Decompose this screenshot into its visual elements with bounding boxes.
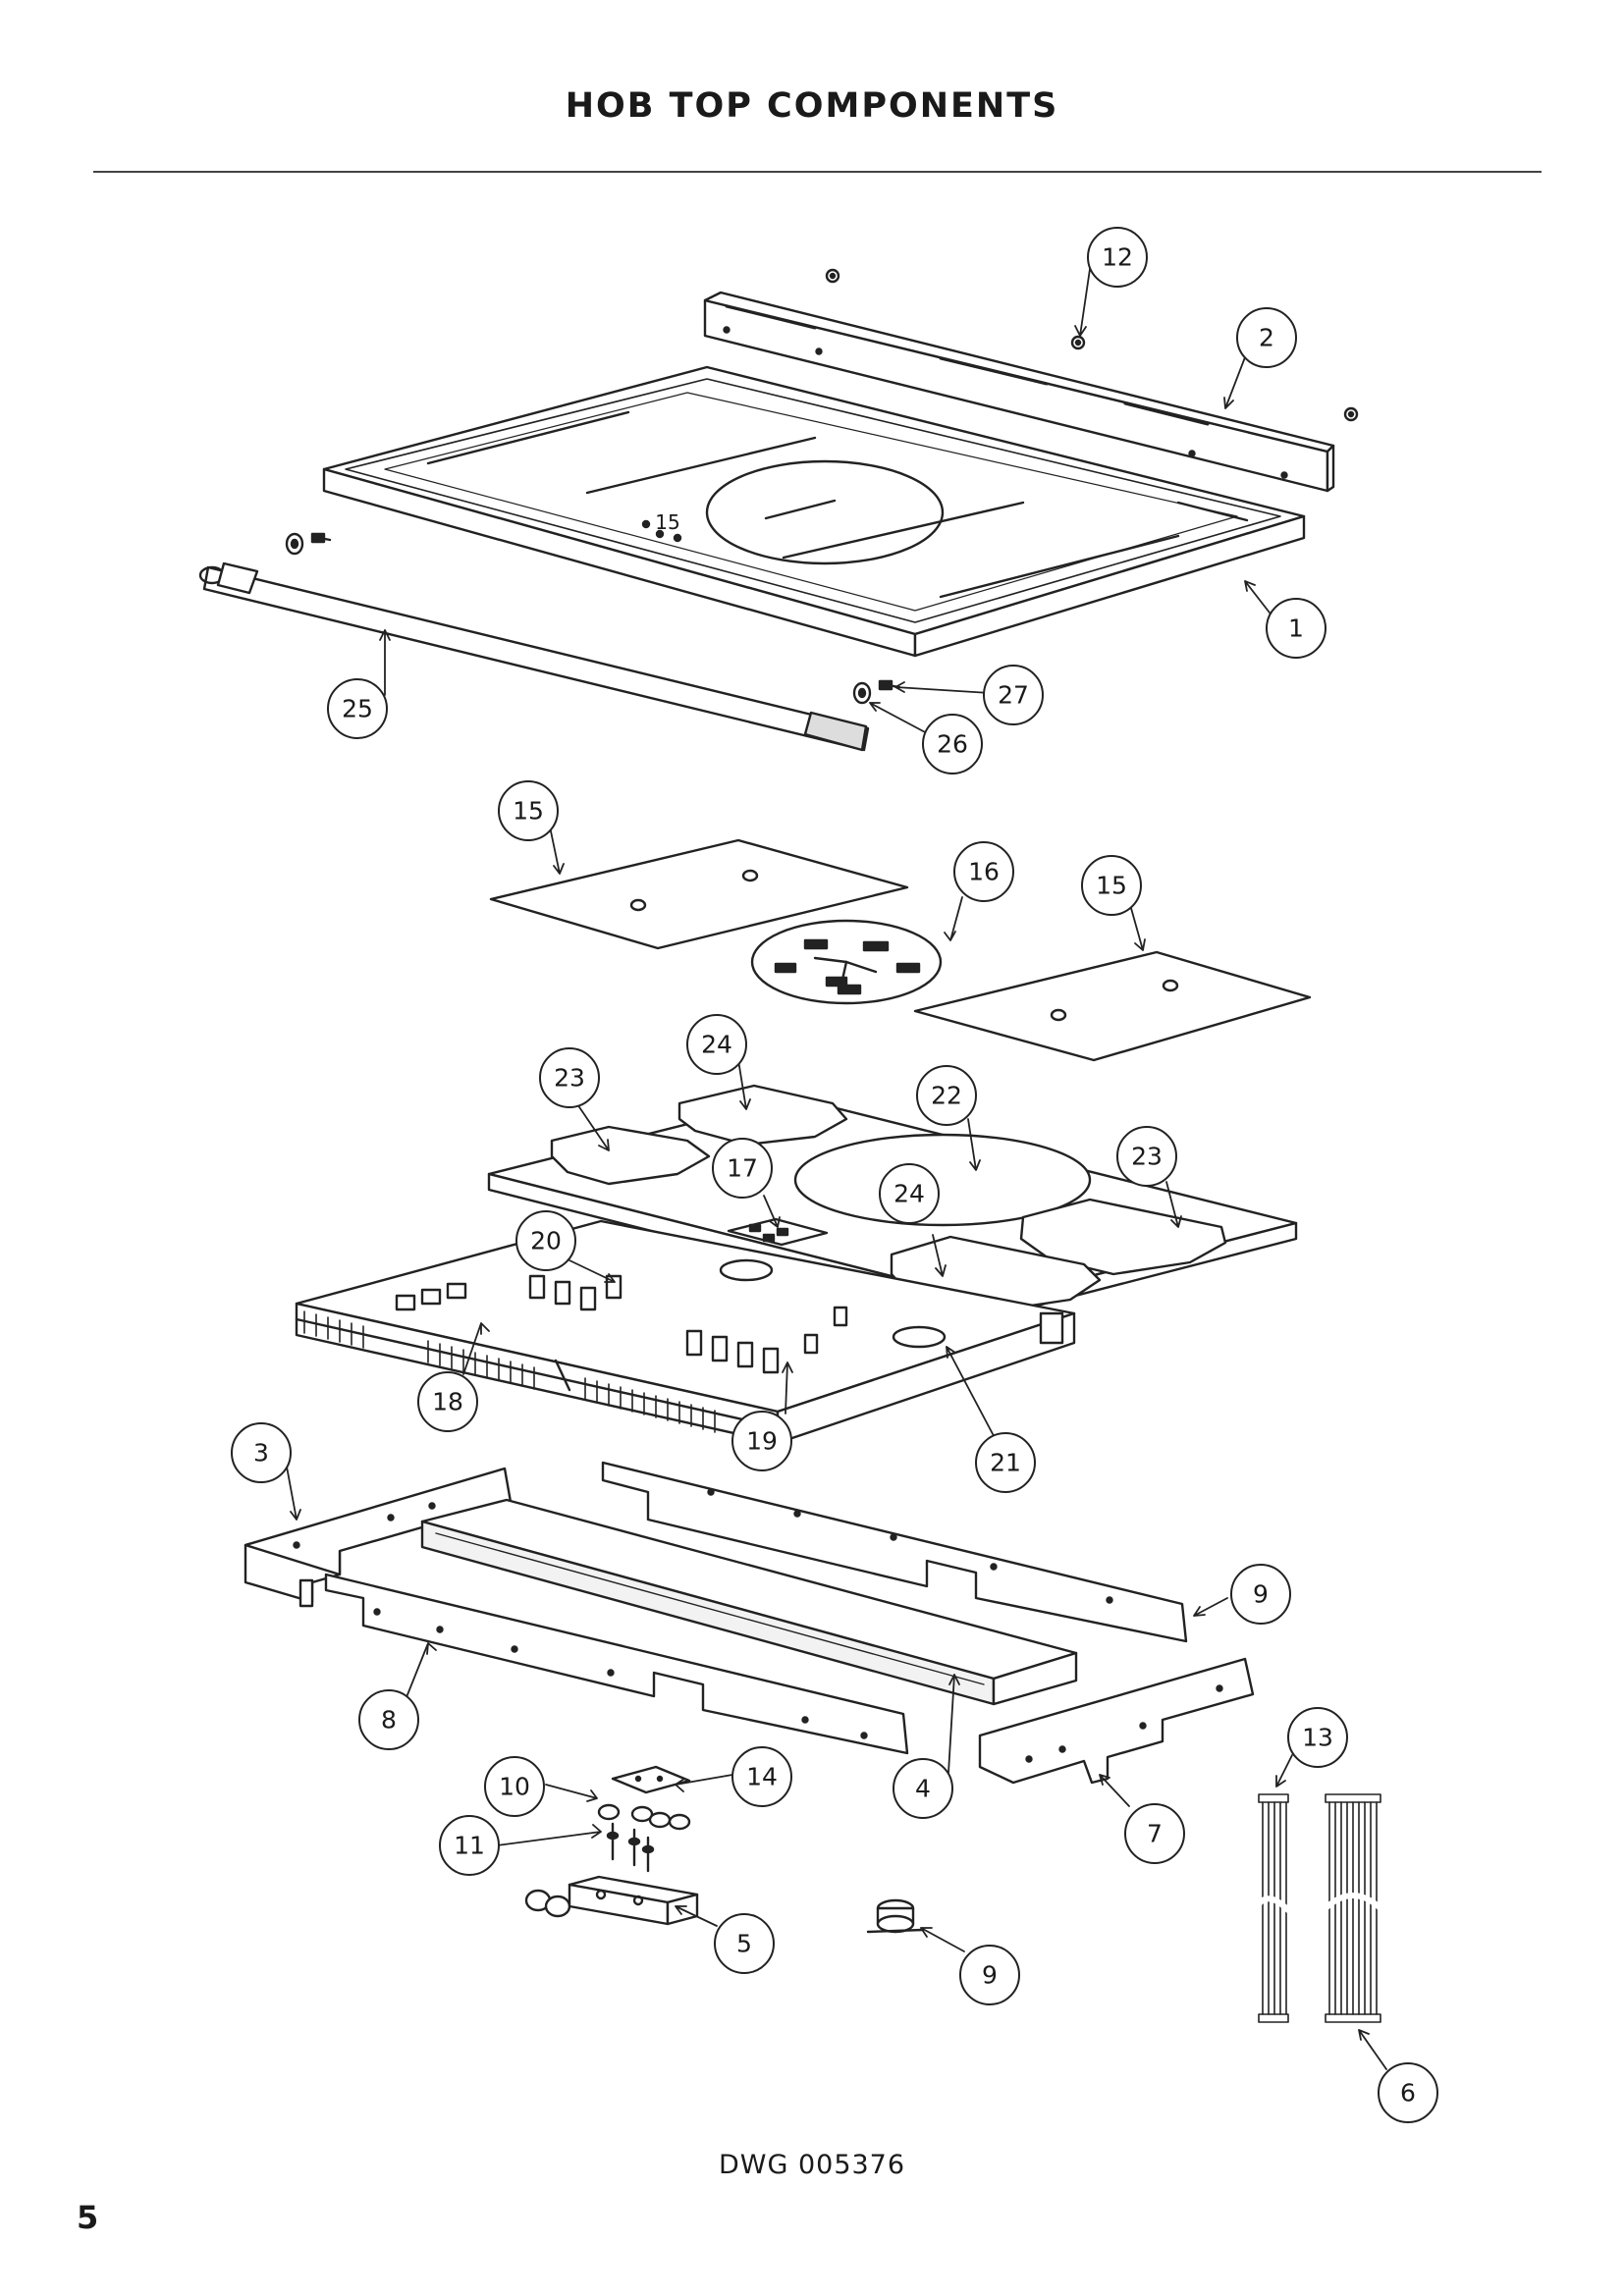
callout-1: 1 xyxy=(1288,614,1304,643)
callout-circle xyxy=(358,1689,419,1750)
callout-circle xyxy=(484,1756,545,1817)
display-board xyxy=(727,1217,829,1247)
callout-circle xyxy=(1287,1707,1348,1768)
callout-circle xyxy=(879,1163,940,1224)
callout-circle xyxy=(498,780,559,841)
callout-circle xyxy=(953,841,1014,902)
glass-cooktop xyxy=(322,365,1306,658)
callout-23-right: 23 xyxy=(1131,1143,1163,1171)
callout-24-rear: 24 xyxy=(701,1031,732,1059)
terminal-block xyxy=(568,1875,699,1926)
callout-circles xyxy=(231,227,1438,2123)
callout-25: 25 xyxy=(342,695,373,723)
zone-display-label: 15 xyxy=(655,510,679,534)
terminal-plate xyxy=(611,1765,691,1794)
wiring-harness xyxy=(1256,1793,1383,2023)
washer-icon xyxy=(285,532,872,705)
callout-circle xyxy=(439,1815,500,1876)
callout-circle xyxy=(922,714,983,774)
callout-12: 11 xyxy=(454,1832,485,1860)
callout-10: 9 xyxy=(982,1961,998,1990)
cooling-duct xyxy=(420,1498,1078,1706)
handle-rail xyxy=(198,561,870,752)
screw-icon xyxy=(825,268,1359,422)
callout-24-front: 24 xyxy=(893,1180,925,1208)
callout-18: 18 xyxy=(432,1388,463,1416)
mounting-bracket xyxy=(978,1657,1255,1785)
callout-17: 17 xyxy=(727,1154,758,1183)
callout-11: 10 xyxy=(499,1773,530,1801)
callout-9-rear: 9 xyxy=(1253,1580,1269,1609)
callout-27: 27 xyxy=(998,681,1029,710)
callout-9-front: 8 xyxy=(381,1706,397,1735)
callout-21: 21 xyxy=(990,1449,1021,1477)
callout-circle xyxy=(959,1945,1020,2005)
callout-3: 12 xyxy=(1102,243,1133,272)
insulation-mat-left xyxy=(489,838,909,950)
frame-rail-front xyxy=(324,1573,909,1755)
callout-circle xyxy=(417,1371,478,1432)
callout-circle xyxy=(1378,2062,1438,2123)
callout-circle xyxy=(1230,1564,1291,1625)
callout-circle xyxy=(327,678,388,739)
callout-19: 19 xyxy=(746,1427,778,1456)
callout-circle xyxy=(916,1065,977,1126)
drawing-number: DWG 005376 xyxy=(718,2150,906,2180)
thermostat-icon xyxy=(866,1898,925,1934)
insulation-mat-right xyxy=(913,950,1312,1062)
callout-23-left: 23 xyxy=(554,1064,585,1093)
page-title: HOB TOP COMPONENTS xyxy=(565,86,1059,126)
callout-circle xyxy=(1266,598,1326,659)
callout-labels: 12 2 1 25 27 26 15 16 15 23 24 22 23 17 … xyxy=(253,243,1416,2108)
frame-rail-rear xyxy=(601,1461,1188,1643)
callout-circle xyxy=(1087,227,1148,288)
callout-20: 20 xyxy=(530,1227,562,1255)
callout-13: 13 xyxy=(1302,1724,1333,1752)
callout-15-right: 15 xyxy=(1096,872,1127,900)
callout-circle xyxy=(515,1210,576,1271)
leader-lines xyxy=(286,268,1387,2070)
callout-circle xyxy=(731,1746,792,1807)
callout-circle xyxy=(686,1014,747,1075)
callout-circle xyxy=(893,1758,953,1819)
callout-circle xyxy=(1124,1803,1185,1864)
sensor-plate xyxy=(750,919,943,1005)
rear-vent-trim xyxy=(703,291,1335,493)
side-bracket xyxy=(244,1467,513,1608)
title-rule xyxy=(93,171,1542,173)
terminal-pin-icon xyxy=(606,1822,655,1873)
callout-7: 6 xyxy=(1400,2079,1416,2108)
callout-circle xyxy=(231,1422,292,1483)
callout-circle xyxy=(712,1138,773,1199)
callout-15-left: 15 xyxy=(513,797,544,826)
callout-26: 26 xyxy=(937,730,968,759)
callout-circle xyxy=(539,1047,600,1108)
nut-icon xyxy=(524,1803,691,1918)
callout-circle xyxy=(1081,855,1142,916)
callout-5: 4 xyxy=(915,1775,931,1803)
callout-circle xyxy=(975,1432,1036,1493)
page-number: 5 xyxy=(77,2199,99,2236)
callout-circle xyxy=(1116,1126,1177,1187)
callout-16: 16 xyxy=(968,858,1000,886)
callout-14: 14 xyxy=(746,1763,778,1791)
callout-6: 5 xyxy=(736,1930,752,1958)
callout-2: 2 xyxy=(1259,324,1274,352)
callout-circle xyxy=(714,1913,775,1974)
power-board-chassis xyxy=(295,1219,1076,1445)
callout-22: 22 xyxy=(931,1082,962,1110)
callout-circle xyxy=(983,665,1044,725)
callout-8: 7 xyxy=(1147,1820,1163,1848)
callout-circle xyxy=(1236,307,1297,368)
callout-4: 3 xyxy=(253,1439,269,1468)
callout-circle xyxy=(731,1411,792,1471)
